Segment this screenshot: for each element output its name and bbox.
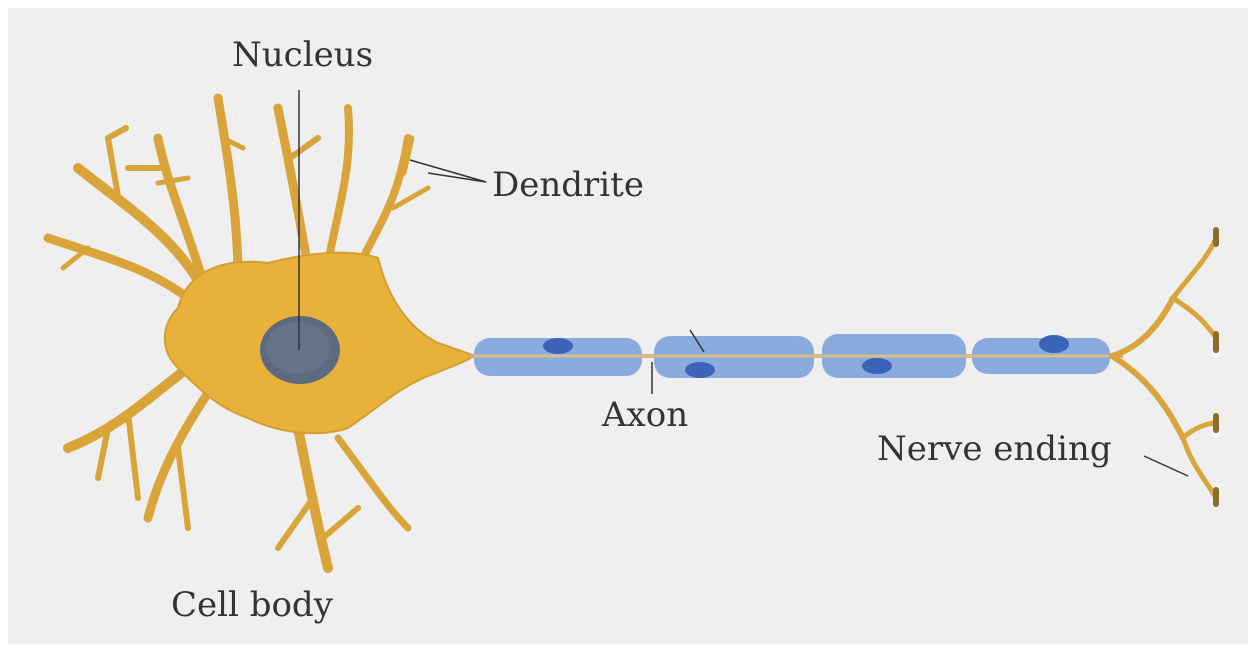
cell-body-label: Cell body xyxy=(171,588,333,622)
nucleus-texture xyxy=(266,322,330,374)
schwann-nucleus xyxy=(685,362,715,378)
dendrite-label: Dendrite xyxy=(492,168,644,202)
nerve-ending-branches xyxy=(1112,238,1216,498)
nerve-ending-label: Nerve ending xyxy=(877,432,1112,466)
schwann-nucleus xyxy=(1039,335,1069,353)
dendrite-leader-line xyxy=(410,160,486,182)
schwann-nucleus xyxy=(862,358,892,374)
nucleus-label: Nucleus xyxy=(232,38,373,72)
neuron-illustration xyxy=(8,8,1248,644)
leader-lines xyxy=(299,90,1188,476)
nerve-ending-leader-line xyxy=(1144,456,1188,476)
axon-label: Axon xyxy=(602,398,688,432)
schwann-nucleus xyxy=(543,338,573,354)
diagram-canvas: Nucleus Dendrite Axon Nerve ending Cell … xyxy=(8,8,1248,644)
